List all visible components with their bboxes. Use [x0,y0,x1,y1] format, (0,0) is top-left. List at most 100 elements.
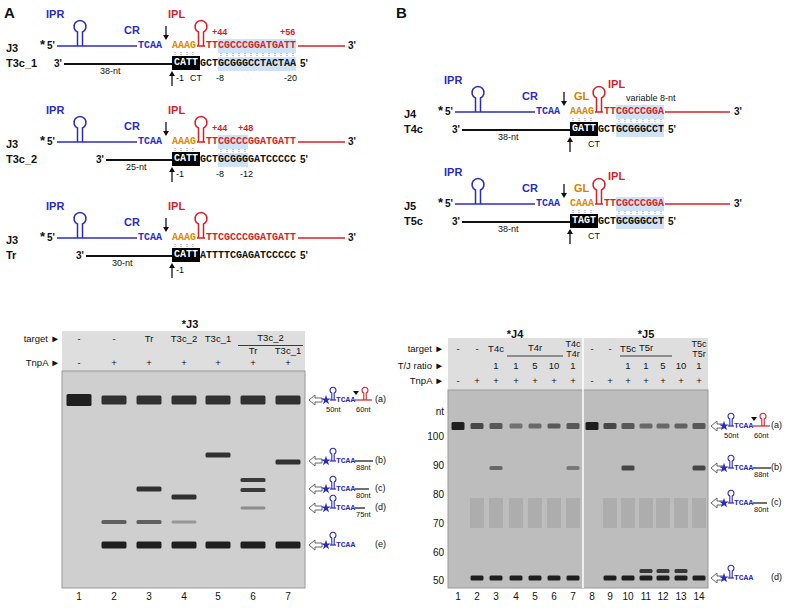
lane-label: T5c T5r [690,339,708,359]
lane-label: T3c_1 [205,334,231,345]
strand-end: 3' [348,136,356,148]
gel-band [490,576,503,581]
lane-label: + [678,376,684,387]
gel-band [172,521,197,524]
lane-label: + [532,376,538,387]
strand-line [462,129,570,131]
size-label: 80nt [356,492,371,501]
cleavage-arrow [171,75,172,86]
lane-label: 1 [570,361,575,372]
element-label: IPR [46,104,64,117]
strand-end: 5' [300,58,308,70]
base-pair-dots [637,119,638,123]
lane-divider [582,338,584,390]
position-label: 30-nt [112,258,133,268]
label-star [321,395,331,404]
gel-band [490,423,503,429]
header-band [62,331,305,371]
band-label: (c) [375,483,386,493]
base-pair-dots [239,149,240,153]
label-mark: * [40,230,45,245]
hairpin-symbol [330,476,336,489]
lane-label: target ► [408,344,444,355]
gel-band [137,487,162,492]
hairpin-symbol [330,495,336,508]
gel-band [675,576,688,581]
strand-end: 5' [47,136,55,148]
gel-smear [621,498,635,528]
position-label: -1 [176,169,184,179]
hairpin-symbol [472,179,484,204]
band-label: (a) [375,394,386,404]
strand-line [753,467,771,468]
axis-label: 70 [433,518,444,530]
strand-line [330,399,336,400]
construct-name: J3 [6,138,18,151]
gel-band [693,576,706,581]
position-number: +44 [212,27,227,37]
gel-band [529,424,542,429]
axis-label: 3 [146,591,152,603]
gel-smear [656,498,670,528]
lane-label: + [111,358,117,369]
hairpin-symbol [728,455,734,468]
bracket-line [620,356,672,357]
base-pair-dots [281,53,282,57]
band-label: (b) [375,455,386,465]
position-label: 25-nt [126,162,147,172]
lane-label: T5c [620,344,636,355]
construct-name: T3c_2 [6,153,37,166]
sequence-text: TTCGCCCGGA [604,198,664,210]
sequence-text: TTCGCCCGGATGATT [206,232,296,244]
construct-name: Tr [6,249,16,262]
position-label: 38-nt [498,224,519,234]
hairpin-symbol [728,565,734,578]
lane-label: TnpA ► [410,376,444,387]
gel-band [567,576,580,581]
arrow-head [169,71,175,76]
size-label: 88nt [754,471,769,480]
axis-label: 5 [215,591,221,603]
gel-band [172,495,197,500]
strand-line [355,488,369,489]
base-pair-dots [649,211,650,215]
gel-band [276,460,301,465]
gel-band [137,542,162,549]
gel-band [276,542,301,549]
hairpin-symbol [362,387,368,400]
gel-band [241,542,266,549]
lane-label: T/J ratio ► [398,361,444,372]
gel-band [206,542,231,549]
cut-marker [353,391,359,395]
gel-band [657,576,670,581]
sequence-text: TCAA [734,498,753,508]
arrow-head [163,227,169,232]
lane-label: - [112,334,115,345]
lane-label: T3c_2 [257,333,283,344]
gel-band [657,424,670,429]
band-pointer [309,484,322,494]
base-pair-dots [619,211,620,215]
sequence-box: GATT [570,122,598,136]
sequence-text: AAAG [172,136,196,148]
lane-label: 5 [660,361,665,372]
arrow-head [567,229,573,234]
axis-label: 6 [551,591,557,603]
axis-label: 3 [493,591,499,603]
gel-band [622,423,635,429]
construct-name: T3c_1 [6,57,37,70]
strand-line [728,502,734,503]
gel-band [471,423,484,429]
sequence-text: TAGT [572,215,596,226]
base-pair-dots [251,53,252,57]
sequence-text: GCTGCGGGCCT [598,124,664,136]
axis-label: 9 [607,591,613,603]
axis-label: 6 [250,591,256,603]
lane-label: + [570,376,576,387]
hairpin-symbol [74,21,86,46]
label-star [719,498,729,507]
label-star [321,503,331,512]
pairing-highlight [218,57,296,71]
strand-line [665,203,730,205]
lane-label: 10 [676,361,687,372]
